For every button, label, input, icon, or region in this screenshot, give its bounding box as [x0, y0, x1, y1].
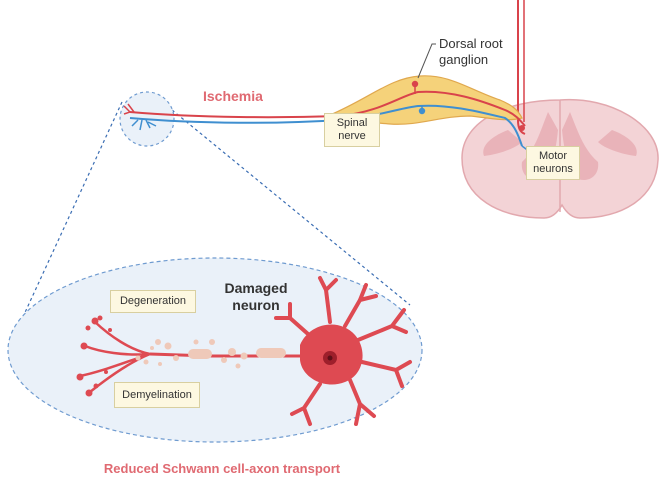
motor-neurons-label: Motor neurons — [526, 146, 580, 180]
myelin-fragments — [135, 339, 286, 369]
damaged-neuron-label-line1: Damaged — [224, 280, 288, 296]
dorsal-root-ganglion-label-line2: ganglion — [439, 52, 489, 67]
spinal-nerve-label-line1: Spinal — [336, 117, 368, 129]
damaged-neuron-label: Damaged neuron — [218, 280, 294, 314]
nerve-endings — [123, 103, 157, 131]
ganglion-pointer — [417, 43, 436, 79]
nerve-fibers — [129, 80, 531, 153]
dorsal-root-ganglion-label-line1: Dorsal root — [439, 36, 503, 51]
degeneration-label: Degeneration — [110, 290, 196, 313]
caption-reduced-schwann-transport: Reduced Schwann cell-axon transport — [103, 461, 341, 476]
ischemia-label: Ischemia — [203, 88, 263, 104]
spinal-nerve-label-line2: nerve — [338, 130, 366, 142]
spinal-nerve-label: Spinal nerve — [324, 113, 380, 147]
motor-neurons-label-line2: neurons — [533, 163, 573, 175]
demyelination-label: Demyelination — [114, 382, 200, 408]
damaged-neuron-label-line2: neuron — [232, 297, 280, 313]
zoom-line-left — [9, 101, 123, 346]
dorsal-root-ganglion — [329, 75, 523, 125]
motor-neurons-label-line1: Motor — [538, 150, 568, 162]
dorsal-root-ganglion-label: Dorsal root ganglion — [439, 36, 503, 68]
